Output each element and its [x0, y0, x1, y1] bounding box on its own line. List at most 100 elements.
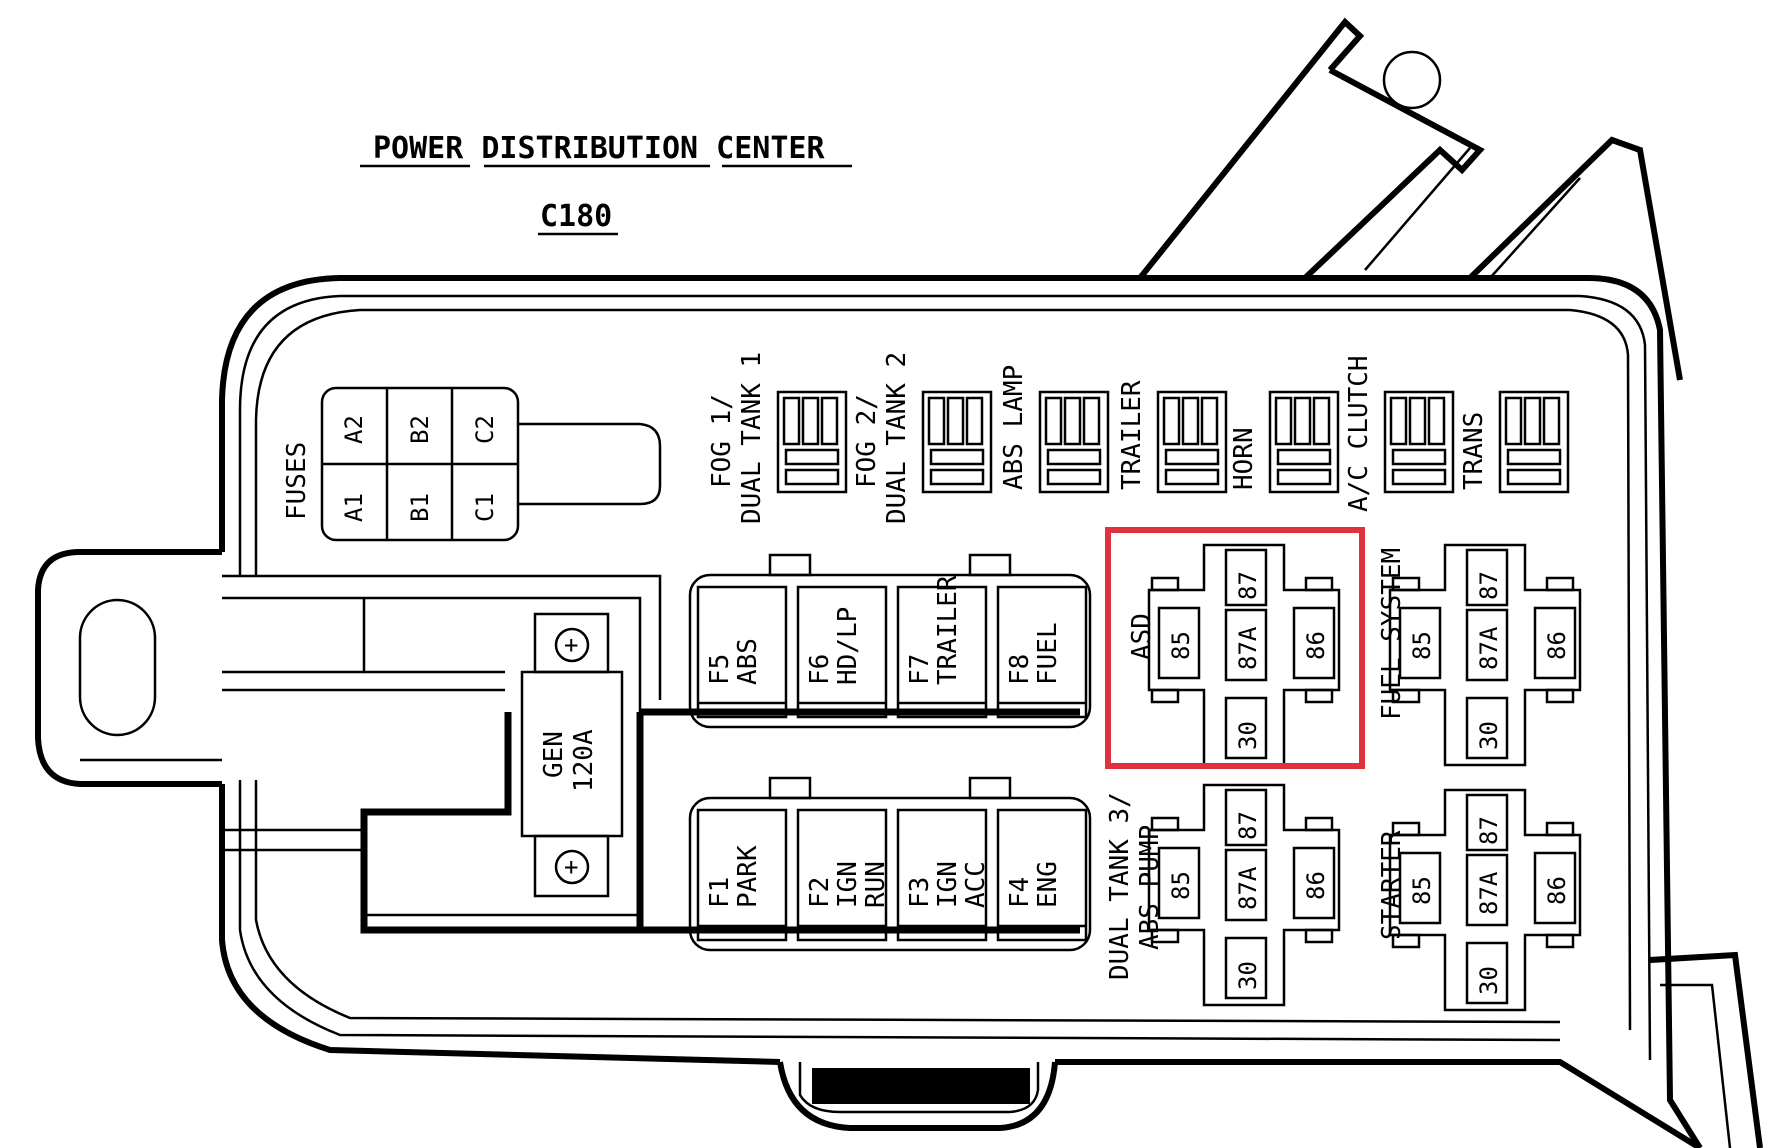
fuse-label: ABS: [733, 638, 763, 685]
mini-relay-label-2: DUAL TANK 1: [737, 352, 767, 524]
mini-relay-4[interactable]: TRAILER: [1117, 380, 1228, 494]
gen-fuse-rating: 120A: [569, 729, 599, 792]
pin-85: 85: [1167, 631, 1195, 660]
svg-text:B1: B1: [406, 493, 434, 522]
pin-85: 85: [1408, 876, 1436, 905]
pin-87: 87: [1234, 811, 1262, 840]
pin-87: 87: [1234, 571, 1262, 600]
fuse-label: F3: [905, 877, 935, 908]
pin-87: 87: [1475, 571, 1503, 600]
connector-id: C180: [540, 199, 612, 234]
fuse-label: F8: [1005, 654, 1035, 685]
fuse-label: F1: [705, 877, 735, 908]
fuse-label: HD/LP: [833, 607, 863, 685]
terminal-bottom-symbol: +: [564, 853, 578, 881]
svg-text:C2: C2: [471, 415, 499, 444]
pin-85: 85: [1167, 871, 1195, 900]
fuse-cell-a1[interactable]: A1: [340, 493, 368, 522]
fuse-label: PARK: [733, 845, 763, 908]
fuse-label: TRAILER: [933, 575, 963, 685]
mini-relay-1[interactable]: FOG 1/DUAL TANK 1: [707, 352, 848, 524]
mini-relay-label: HORN: [1229, 427, 1259, 490]
relay-label: FUEL SYSTEM: [1377, 548, 1407, 720]
fuse-cell-c1[interactable]: C1: [471, 493, 499, 522]
terminal-bottom-icon: [554, 849, 590, 885]
pin-87: 87: [1475, 816, 1503, 845]
svg-text:A2: A2: [340, 415, 368, 444]
svg-text:B2: B2: [406, 415, 434, 444]
mini-relay-label: A/C CLUTCH: [1344, 355, 1374, 512]
fuse-cell-b2[interactable]: B2: [406, 415, 434, 444]
pin-30: 30: [1234, 961, 1262, 990]
gen-120a-fuse[interactable]: + + GEN 120A: [520, 612, 624, 898]
relay-starter[interactable]: 87 87A 85 86 30 STARTER: [1377, 788, 1582, 1012]
fuse-label: IGN: [933, 861, 963, 908]
pin-86: 86: [1543, 876, 1571, 905]
relay-label: STARTER: [1377, 830, 1407, 940]
svg-text:C1: C1: [471, 493, 499, 522]
mini-relay-6[interactable]: A/C CLUTCH: [1344, 355, 1455, 512]
terminal-top-symbol: +: [564, 631, 578, 659]
pin-85: 85: [1408, 631, 1436, 660]
fuse-label: RUN: [861, 861, 891, 908]
fuse-cell-b1[interactable]: B1: [406, 493, 434, 522]
relay-fuel-system[interactable]: 87 87A 85 86 30 FUEL SYSTEM: [1377, 543, 1582, 767]
fuse-cell-c2[interactable]: C2: [471, 415, 499, 444]
mini-relay-label: TRAILER: [1117, 380, 1147, 490]
fuse-label: ENG: [1033, 861, 1063, 908]
bus-bars: [222, 574, 1080, 934]
fuse-label: F7: [905, 654, 935, 685]
relay-label: ASD: [1127, 613, 1157, 660]
relay-label: DUAL TANK 3/: [1105, 792, 1135, 980]
pin-87a: 87A: [1475, 871, 1503, 915]
mini-relay-label-2: DUAL TANK 2: [882, 352, 912, 524]
mini-relay-2[interactable]: FOG 2/DUAL TANK 2: [852, 352, 993, 524]
fuse-label: F6: [805, 654, 835, 685]
mini-relay-label: FOG 2/: [852, 394, 882, 488]
fuse-label: FUEL: [1033, 622, 1063, 685]
fuse-label: IGN: [833, 861, 863, 908]
fuse-label: F2: [805, 877, 835, 908]
mini-relay-3[interactable]: ABS LAMP: [999, 365, 1110, 494]
asd-relay-highlight: [1105, 527, 1365, 769]
mounting-hole: [78, 598, 157, 737]
gen-fuse-label: GEN: [539, 731, 569, 778]
mount-hole: [1382, 50, 1442, 110]
pdc-housing: [35, 17, 1763, 1148]
fuse-block: FUSES A2 B2 C2 A1 B1 C1: [282, 386, 662, 542]
mini-relay-label: ABS LAMP: [999, 365, 1029, 490]
svg-text:A1: A1: [340, 493, 368, 522]
mini-relay-7[interactable]: TRANS: [1459, 390, 1570, 494]
pin-87a: 87A: [1475, 626, 1503, 670]
relay-label-2: ABS PUMP: [1135, 825, 1165, 950]
mini-relay-5[interactable]: HORN: [1229, 390, 1340, 494]
diagram-title: POWER DISTRIBUTION CENTER: [373, 131, 825, 166]
pin-30: 30: [1475, 966, 1503, 995]
fuse-cell-a2[interactable]: A2: [340, 415, 368, 444]
mini-relay-label: FOG 1/: [707, 394, 737, 488]
fuse-label: F4: [1005, 877, 1035, 908]
pin-86: 86: [1543, 631, 1571, 660]
pin-87a: 87A: [1234, 626, 1262, 670]
pin-30: 30: [1475, 721, 1503, 750]
mini-relay-label: TRANS: [1459, 412, 1489, 490]
terminal-top-icon: [554, 627, 590, 663]
fuse-label: ACC: [961, 861, 991, 908]
pin-30: 30: [1234, 721, 1262, 750]
fuses-label: FUSES: [282, 442, 312, 520]
